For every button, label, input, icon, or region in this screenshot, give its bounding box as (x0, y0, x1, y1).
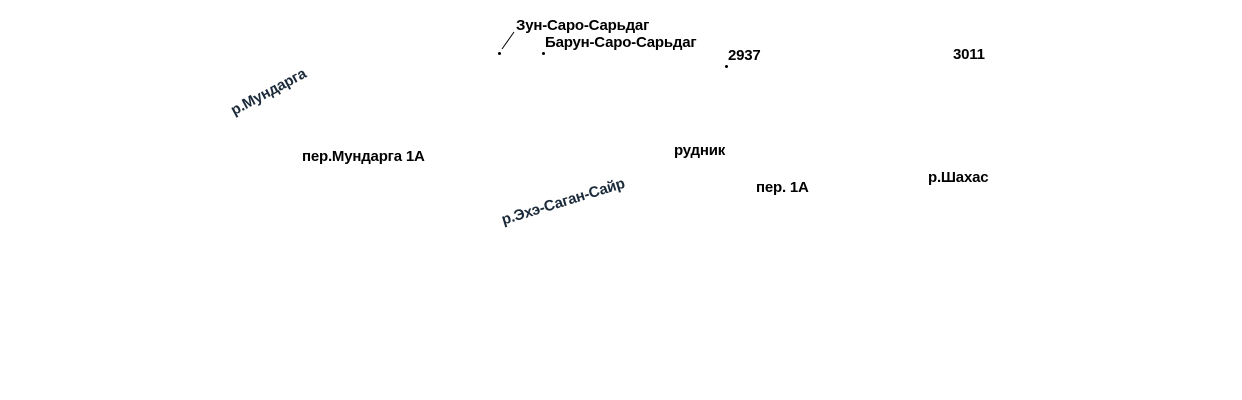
label-river-shakhas: р.Шахас (928, 169, 989, 186)
label-river-mundarga: р.Мундарга (228, 65, 310, 120)
label-pass-1a: пер. 1А (756, 179, 809, 196)
label-pass-mundarga-1a: пер.Мундарга 1А (302, 148, 425, 165)
label-barun-saro-sardag: Барун-Саро-Сарьдаг (545, 34, 697, 51)
point-zun-saro-sardag (498, 52, 501, 55)
label-mine: рудник (674, 142, 726, 159)
label-zun-saro-sardag: Зун-Саро-Сарьдаг (516, 17, 650, 34)
label-river-ekhe-sagan-sair: р.Эхэ-Саган-Сайр (499, 174, 627, 229)
label-peak-2937: 2937 (728, 47, 761, 64)
point-peak-2937 (725, 65, 728, 68)
label-peak-3011: 3011 (953, 46, 985, 63)
point-barun-saro-sardag (542, 52, 545, 55)
